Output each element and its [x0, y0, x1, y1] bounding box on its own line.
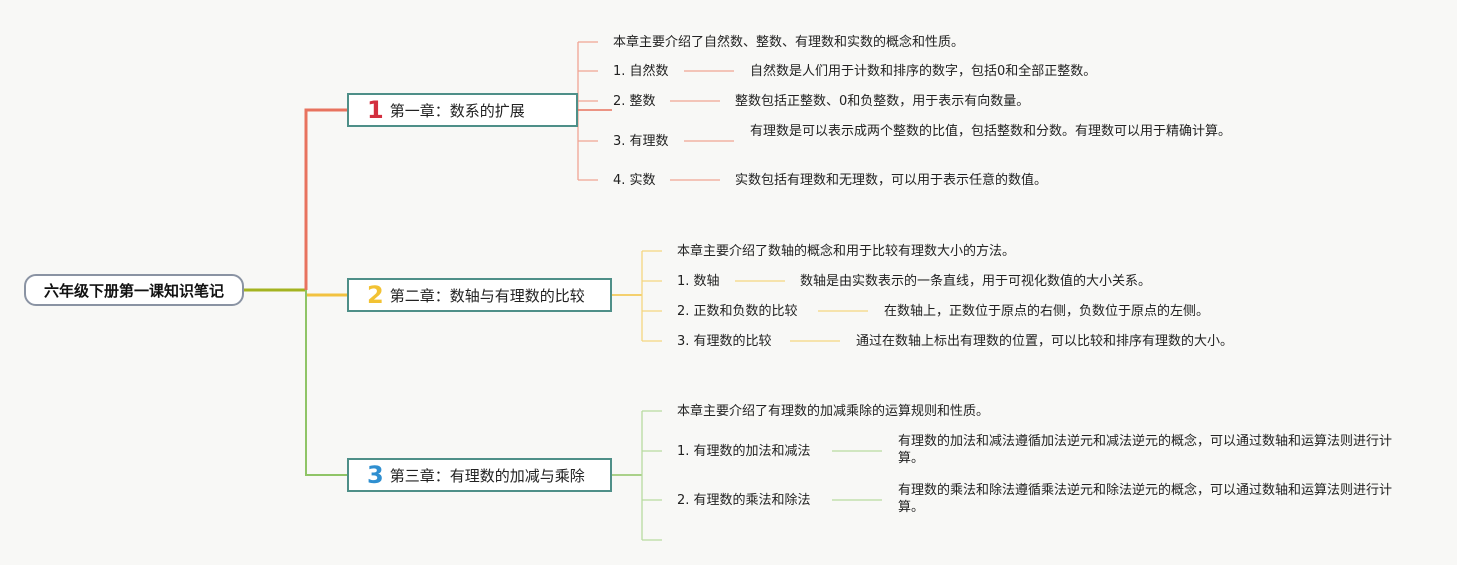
chapter-1-topic-3-desc: 有理数是可以表示成两个整数的比值，包括整数和分数。有理数可以用于精确计算。: [750, 124, 1232, 139]
chapter-3-topic-2-desc: 有理数的乘法和除法遵循乘法逆元和除法逆元的概念，可以通过数轴和运算法则进行计算。: [898, 483, 1393, 515]
chapter-3-topic-1-label: 1. 有理数的加法和减法: [677, 444, 811, 459]
chapter-2-node[interactable]: 2 第二章：数轴与有理数的比较: [347, 278, 612, 312]
chapter-3-node[interactable]: 3 第三章：有理数的加减与乘除: [347, 458, 612, 492]
chapter-1-topic-1-label: 1. 自然数: [613, 64, 669, 79]
chapter-1-topic-3-label: 3. 有理数: [613, 134, 669, 149]
chapter-3-title: 第三章：有理数的加减与乘除: [389, 466, 585, 485]
chapter-2-topic-3-desc: 通过在数轴上标出有理数的位置，可以比较和排序有理数的大小。: [856, 334, 1234, 349]
chapter-2-topic-2-label: 2. 正数和负数的比较: [677, 304, 798, 319]
chapter-3-summary: 本章主要介绍了有理数的加减乘除的运算规则和性质。: [677, 404, 990, 419]
chapter-2-title: 第二章：数轴与有理数的比较: [389, 286, 585, 305]
chapter-2-topic-2-desc: 在数轴上，正数位于原点的右侧，负数位于原点的左侧。: [884, 304, 1210, 319]
chapter-2-topic-1-label: 1. 数轴: [677, 274, 720, 289]
root-node[interactable]: 六年级下册第一课知识笔记: [24, 274, 244, 306]
chapter-1-topic-4-label: 4. 实数: [613, 173, 656, 188]
chapter-3-number-icon: 3: [367, 461, 384, 489]
chapter-2-summary: 本章主要介绍了数轴的概念和用于比较有理数大小的方法。: [677, 244, 1016, 259]
chapter-2-topic-3-label: 3. 有理数的比较: [677, 334, 772, 349]
chapter-1-topic-4-desc: 实数包括有理数和无理数，可以用于表示任意的数值。: [735, 173, 1048, 188]
chapter-1-title: 第一章：数系的扩展: [389, 101, 525, 120]
chapter-1-topic-2-label: 2. 整数: [613, 94, 656, 109]
chapter-1-number-icon: 1: [367, 96, 384, 124]
root-title: 六年级下册第一课知识笔记: [43, 281, 224, 300]
chapter-1-topic-1-desc: 自然数是人们用于计数和排序的数字，包括0和全部正整数。: [750, 64, 1097, 79]
chapter-1-node[interactable]: 1 第一章：数系的扩展: [347, 93, 578, 127]
chapter-2-number-icon: 2: [367, 281, 384, 309]
chapter-1-summary: 本章主要介绍了自然数、整数、有理数和实数的概念和性质。: [613, 35, 965, 50]
chapter-1-topic-2-desc: 整数包括正整数、0和负整数，用于表示有向数量。: [735, 94, 1030, 109]
chapter-2-topic-1-desc: 数轴是由实数表示的一条直线，用于可视化数值的大小关系。: [800, 274, 1152, 289]
chapter-3-topic-2-label: 2. 有理数的乘法和除法: [677, 493, 811, 508]
chapter-3-connector: [305, 290, 348, 476]
chapter-1-connector: [304, 108, 348, 290]
chapter-3-topic-1-desc: 有理数的加法和减法遵循加法逆元和减法逆元的概念，可以通过数轴和运算法则进行计算。: [898, 434, 1393, 466]
